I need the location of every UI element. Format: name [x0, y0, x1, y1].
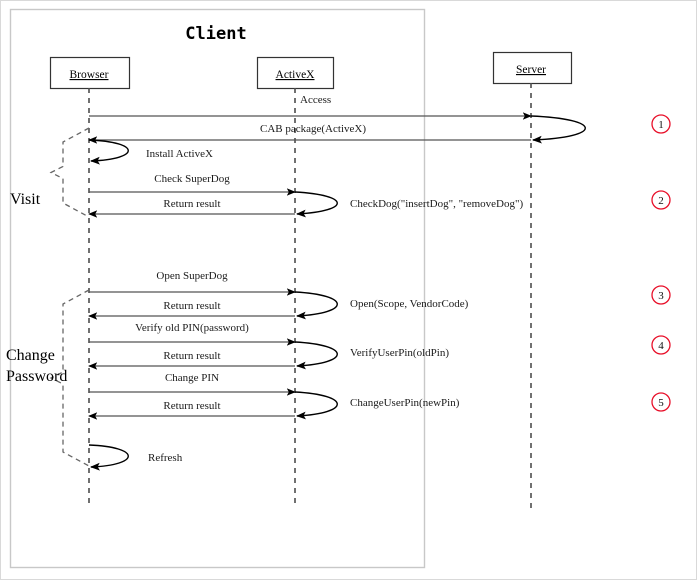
- phase-brace-change-password: [49, 289, 90, 467]
- message-label: Open SuperDog: [156, 270, 228, 282]
- self-call-arc: [294, 291, 338, 320]
- actor-label-activex: ActiveX: [276, 69, 316, 81]
- step-circle: [651, 114, 671, 134]
- message-check-return[interactable]: Return result: [88, 198, 295, 218]
- server-roundtrip-curve: [530, 115, 586, 144]
- step-number: 3: [658, 290, 664, 302]
- lifeline-server[interactable]: Server: [492, 51, 573, 509]
- message-label: ChangeUserPin(newPin): [350, 397, 460, 409]
- actor-box-server[interactable]: [492, 51, 573, 85]
- step-circle: [651, 335, 671, 355]
- phase-brace-visit: [49, 127, 90, 218]
- step-marker-2: 2: [651, 190, 671, 210]
- step-marker-5: 5: [651, 392, 671, 412]
- message-label: Verify old PIN(password): [135, 322, 249, 334]
- step-circle: [651, 190, 671, 210]
- message-verify-return[interactable]: Return result: [88, 350, 295, 370]
- lifeline-activex[interactable]: ActiveX: [256, 56, 335, 509]
- self-message-arc: [88, 444, 129, 471]
- message-change-pin[interactable]: Change PIN: [89, 372, 296, 396]
- phase-braces-layer: [49, 127, 90, 467]
- message-label: Return result: [163, 198, 220, 210]
- self-call-arc: [294, 391, 338, 420]
- message-label: Check SuperDog: [154, 173, 230, 185]
- self-message-arc: [88, 139, 129, 165]
- message-label: Install ActiveX: [146, 148, 213, 160]
- client-frame: Client: [9, 8, 426, 569]
- message-check-superdog[interactable]: Check SuperDog: [89, 173, 296, 196]
- phase-label-visit: Visit: [10, 191, 41, 208]
- message-label: Change PIN: [165, 372, 219, 384]
- message-change-return[interactable]: Return result: [88, 400, 295, 420]
- message-refresh[interactable]: Refresh: [88, 444, 183, 471]
- message-verify-pin[interactable]: Verify old PIN(password): [89, 322, 296, 346]
- step-numbers-layer: 1 2 3 4 5: [651, 114, 671, 412]
- phase-label-line: Visit: [10, 191, 41, 208]
- message-cab-package[interactable]: CAB package(ActiveX): [88, 123, 531, 144]
- step-number: 4: [658, 340, 664, 352]
- message-change-self[interactable]: ChangeUserPin(newPin): [294, 391, 460, 420]
- message-checkdog-self[interactable]: CheckDog("insertDog", "removeDog"): [294, 191, 523, 218]
- message-label: Access: [300, 94, 331, 106]
- step-marker-1: 1: [651, 114, 671, 134]
- message-label: Refresh: [148, 452, 183, 464]
- step-number: 5: [658, 397, 664, 409]
- lifeline-browser[interactable]: Browser: [49, 56, 131, 509]
- actor-label-browser: Browser: [70, 69, 109, 81]
- frame-title: Client: [185, 24, 246, 44]
- client-frame-rect: [9, 8, 426, 569]
- actor-label-server: Server: [516, 64, 546, 76]
- step-number: 2: [658, 195, 664, 207]
- phase-label-line: Password: [6, 368, 67, 385]
- phase-label-line: Change: [6, 347, 55, 364]
- message-access[interactable]: Access: [300, 94, 331, 106]
- step-number: 1: [658, 119, 664, 131]
- message-label: Return result: [163, 400, 220, 412]
- message-label: CAB package(ActiveX): [260, 123, 366, 135]
- self-call-arc: [294, 341, 338, 370]
- message-open-return[interactable]: Return result: [88, 300, 295, 320]
- step-marker-4: 4: [651, 335, 671, 355]
- self-call-arc: [294, 191, 338, 218]
- message-install-activex[interactable]: Install ActiveX: [88, 139, 213, 165]
- step-marker-3: 3: [651, 285, 671, 305]
- message-label: Return result: [163, 350, 220, 362]
- lifelines-layer: Browser ActiveX Server: [49, 51, 573, 509]
- message-open-self[interactable]: Open(Scope, VendorCode): [294, 291, 469, 320]
- step-circle: [651, 285, 671, 305]
- actor-box-browser[interactable]: [49, 56, 131, 90]
- message-label: CheckDog("insertDog", "removeDog"): [350, 198, 523, 210]
- message-label: Return result: [163, 300, 220, 312]
- server-return-arc: [530, 115, 586, 144]
- message-verify-self[interactable]: VerifyUserPin(oldPin): [294, 341, 449, 370]
- message-open-superdog[interactable]: Open SuperDog: [89, 270, 296, 296]
- step-circle: [651, 392, 671, 412]
- actor-box-activex[interactable]: [256, 56, 335, 90]
- message-label: Open(Scope, VendorCode): [350, 298, 469, 310]
- message-label: VerifyUserPin(oldPin): [350, 347, 449, 359]
